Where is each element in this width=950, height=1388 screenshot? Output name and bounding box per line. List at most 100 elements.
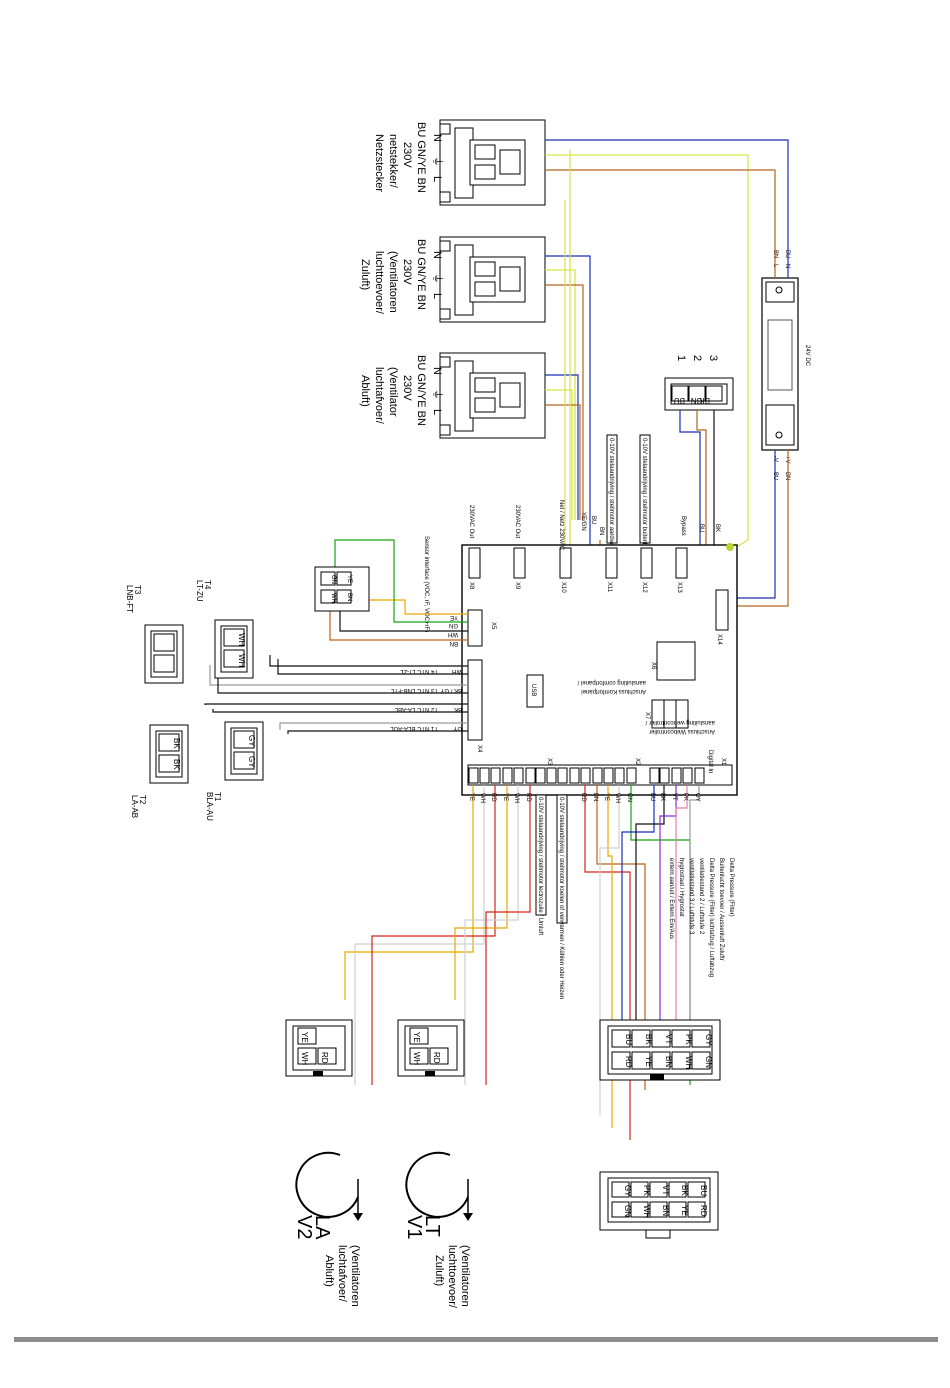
- la-ye: YE: [300, 1032, 309, 1043]
- la-wh: WH: [300, 1052, 309, 1066]
- fan-desc: (Ventilatoren: [349, 1245, 361, 1307]
- x3-descriptions: 0-10V stelaandrijving / stellmotor lectr…: [535, 794, 568, 999]
- x6-label: X6: [650, 662, 656, 670]
- plug-voltage: 230V: [401, 142, 413, 168]
- wire-color-label: PK: [682, 793, 688, 801]
- x5-ye: YE: [450, 614, 458, 620]
- plug-colors: BU GN/YE BN: [415, 355, 427, 426]
- plug-label: luchtafvoer/: [373, 367, 385, 425]
- plug-voltage: 230V: [401, 259, 413, 285]
- x2-label: X2: [634, 758, 640, 766]
- sensor-interface-label: Sensor interface (VOC, rF, VOC+rF): [423, 536, 429, 632]
- bottom-wire: [344, 785, 474, 1000]
- plug-colors: BU GN/YE BN: [415, 122, 427, 193]
- fans: LTV1(Ventilatorenluchttoevoer/Zuluft)LAV…: [293, 1151, 473, 1309]
- wire-color-label: YE: [502, 793, 508, 801]
- legend-pin-label: BU: [699, 1185, 708, 1196]
- terminal: [580, 767, 591, 784]
- fan-desc: Zuluft): [433, 1255, 445, 1286]
- bypass-pin-1: BU: [674, 396, 685, 405]
- x12-desc: 0-10V stelaandrijving / stellmotor buite…: [641, 438, 647, 609]
- legend-pin-label: WH: [642, 1205, 651, 1219]
- ntc-sub: LNB-FT: [125, 585, 134, 613]
- plug-pin-l: L: [431, 176, 443, 182]
- terminal: [502, 767, 513, 784]
- mains-wires: [545, 139, 789, 607]
- legend-pin: [687, 1201, 706, 1218]
- plug-label: Zuluft): [359, 259, 371, 290]
- bn-label: BN: [598, 527, 604, 535]
- bottom-wire: [659, 785, 677, 1020]
- x10-label: X10: [560, 582, 566, 593]
- bottom-wire: [599, 785, 620, 1115]
- x4-desc: T3 NTC LNB-FTL: [390, 687, 438, 693]
- ntc-name: T1: [213, 792, 222, 802]
- mains-plugs: N⏚LBU GN/YE BN230Vnetstekker/Netzstecker…: [359, 119, 546, 439]
- legend-pin: [630, 1201, 649, 1218]
- legend-pin-label: BN: [661, 1205, 670, 1216]
- x4-color: BK / GY: [440, 687, 462, 693]
- plug-label: (Ventilator: [387, 367, 399, 417]
- plug-pin-n: N: [431, 251, 443, 259]
- x4-wire: [209, 665, 468, 686]
- x4-color: WH: [452, 668, 462, 674]
- plug-pin-n: N: [431, 367, 443, 375]
- bypass-pin-3: BK: [699, 396, 710, 405]
- mains-plug: N⏚LBU GN/YE BN230V(Ventilatorluchtafvoer…: [359, 352, 546, 439]
- fan-small-connector-lt: YE WH RD: [397, 1019, 465, 1077]
- x9-label: X9: [514, 582, 520, 590]
- fan-pin: [611, 1029, 631, 1048]
- legend-pin-label: PK: [642, 1185, 651, 1196]
- bypass-bu: BU: [698, 524, 704, 532]
- x5-conn-bn: BN: [346, 593, 352, 601]
- fan-pin-label: BU: [624, 1034, 633, 1045]
- x4-color: BK: [454, 706, 462, 712]
- digital-input-descriptions: Delta Pressure (Filter)Buitenlucht toevo…: [668, 858, 734, 977]
- plug-label: netstekker/: [387, 134, 399, 189]
- power-supply: 24V DC BN BU L N -V +V BU BN: [761, 250, 810, 480]
- terminal: [546, 767, 557, 784]
- x1-label: X1: [720, 758, 726, 766]
- x5-wh: WH: [448, 631, 458, 637]
- x5-gn: GN: [449, 622, 458, 628]
- legend-pin-label: YE: [680, 1205, 689, 1216]
- x5-conn-gn: GN: [330, 575, 336, 584]
- wire-color-label: BK: [659, 793, 665, 801]
- terminal: [513, 767, 524, 784]
- terminal: [479, 767, 490, 784]
- x4-desc: T1 NTC BLA-AUL: [390, 725, 438, 731]
- x7-label: X7: [644, 712, 650, 720]
- bottom-wire: [454, 785, 508, 1000]
- legend-pin-label: GN: [623, 1205, 632, 1217]
- bottom-wire: [621, 785, 655, 1020]
- legend-pin: [611, 1181, 630, 1198]
- legend-pin-label: RD: [699, 1205, 708, 1217]
- x4-wire: [212, 709, 468, 713]
- bypass-num-3: 3: [707, 355, 719, 361]
- x4-wire: [287, 730, 468, 734]
- bottom-wire: [371, 785, 496, 1085]
- fan-pin: [651, 1051, 671, 1070]
- fan-pin-label: GY: [704, 1034, 713, 1046]
- legend-pin: [649, 1201, 668, 1218]
- digital-input-desc: Buitenlucht toevoer / Aussenluft Zuluftr: [718, 858, 724, 961]
- mains-plug: N⏚LBU GN/YE BN230V(Ventilatorenluchttoev…: [359, 236, 546, 323]
- fan-id: LT: [421, 1215, 443, 1237]
- wire-color-label: GY: [694, 793, 700, 802]
- x5-conn-wh: WH: [330, 593, 336, 603]
- wire-color-label: RD: [580, 793, 586, 802]
- plug-pin-n: N: [431, 134, 443, 142]
- legend-pin: [687, 1181, 706, 1198]
- x3-label: X3: [546, 758, 552, 766]
- wire-color-label: WH: [614, 793, 620, 803]
- x3-desc2: 0-10V stelaandrijving / stellmotor lectr…: [537, 797, 543, 935]
- x4-desc: T2 NTC LA-ABL: [394, 706, 438, 712]
- ntc-sub: LT-ZU: [195, 580, 204, 602]
- bypass-num-1: 1: [675, 355, 687, 361]
- terminal: [603, 767, 614, 784]
